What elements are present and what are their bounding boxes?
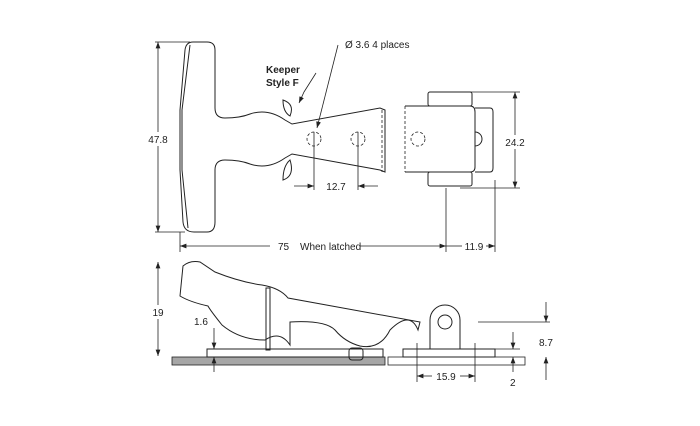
- dim-hole-spacing-label: 12.7: [326, 182, 346, 193]
- rivet: [348, 347, 364, 361]
- side-view: 19 1.6 8.7 2 15.9: [148, 261, 553, 389]
- dim-height-label: 47.8: [148, 135, 168, 146]
- dim-base-width-label: 15.9: [436, 372, 456, 383]
- keeper-body: [405, 105, 476, 173]
- latch-base: [206, 348, 384, 358]
- keeper-pivot-side: [429, 304, 461, 349]
- keeper-mounting-surface: [387, 356, 526, 366]
- keeper-label-2: Style F: [266, 78, 299, 89]
- keeper-base: [402, 348, 496, 358]
- tab-notch: [474, 131, 483, 147]
- hole-3: [410, 131, 426, 147]
- side-dim-height-label: 19: [152, 308, 164, 319]
- dim-thickness-label: 1.6: [194, 317, 208, 328]
- pivot-bottom: [427, 171, 473, 187]
- top-view: 47.8 24.2 12.7 Ø 3.6 4 places Keeper Sty…: [146, 40, 527, 253]
- dim-pivot-height-label: 8.7: [539, 338, 553, 349]
- dim-width-label: 24.2: [505, 138, 525, 149]
- dim-hole-dia-label: Ø 3.6 4 places: [345, 40, 409, 51]
- dim-offset-label: 11.9: [465, 242, 484, 253]
- keeper-hooks: [282, 99, 292, 181]
- dim-length-label: 75: [278, 242, 290, 253]
- pivot-top: [427, 91, 473, 107]
- label-bg: [503, 135, 527, 149]
- latch-upright: [265, 287, 271, 351]
- dim-base-thickness-label: 2: [510, 378, 516, 389]
- keeper-leader: [298, 72, 317, 104]
- mounting-surface: [171, 356, 386, 366]
- label-bg: [146, 132, 170, 146]
- pivot-pin: [437, 314, 453, 330]
- latch-handle-side: [179, 261, 421, 348]
- hole-leader: [316, 44, 339, 129]
- label-bg: [148, 305, 168, 319]
- dim-length-note: When latched: [300, 242, 361, 253]
- handle-edge: [181, 44, 191, 229]
- keeper-tab: [475, 107, 494, 173]
- t-handle-outline: [179, 41, 386, 233]
- keeper-label-1: Keeper: [266, 65, 300, 76]
